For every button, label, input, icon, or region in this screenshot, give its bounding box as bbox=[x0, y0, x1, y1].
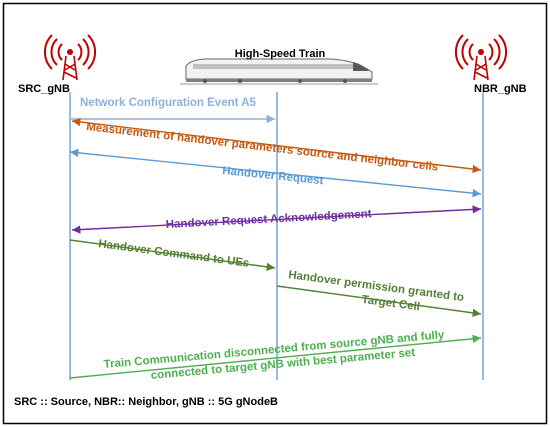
handover-request-label: Handover Request bbox=[222, 165, 324, 187]
train-communication-arrow bbox=[69, 334, 482, 379]
measurement-label: Measurement of handover parameters sourc… bbox=[86, 121, 439, 174]
handover-request-ack-label: Handover Request Acknowledgement bbox=[166, 208, 372, 231]
handover-permission-arrow bbox=[276, 285, 482, 318]
handover-request-ack-arrow bbox=[71, 205, 482, 234]
cell-tower-icon bbox=[454, 34, 508, 81]
neighbor-gnb-label: NBR_gNB bbox=[474, 83, 527, 95]
handover-permission-label: Handover permission granted to Target Ce… bbox=[286, 269, 468, 319]
handover-request-arrow bbox=[69, 148, 482, 198]
train-icon bbox=[180, 58, 378, 85]
handover-command-arrow bbox=[69, 239, 276, 272]
cell-tower-icon bbox=[43, 34, 97, 81]
abbreviation-legend: SRC :: Source, NBR:: Neighbor, gNB :: 5G… bbox=[14, 396, 278, 408]
handover-command-label: Handover Command to UEs bbox=[98, 238, 250, 270]
source-gnb-label: SRC_gNB bbox=[18, 83, 70, 95]
train-label: High-Speed Train bbox=[235, 48, 326, 60]
network-config-event-label: Network Configuration Event A5 bbox=[80, 97, 257, 109]
